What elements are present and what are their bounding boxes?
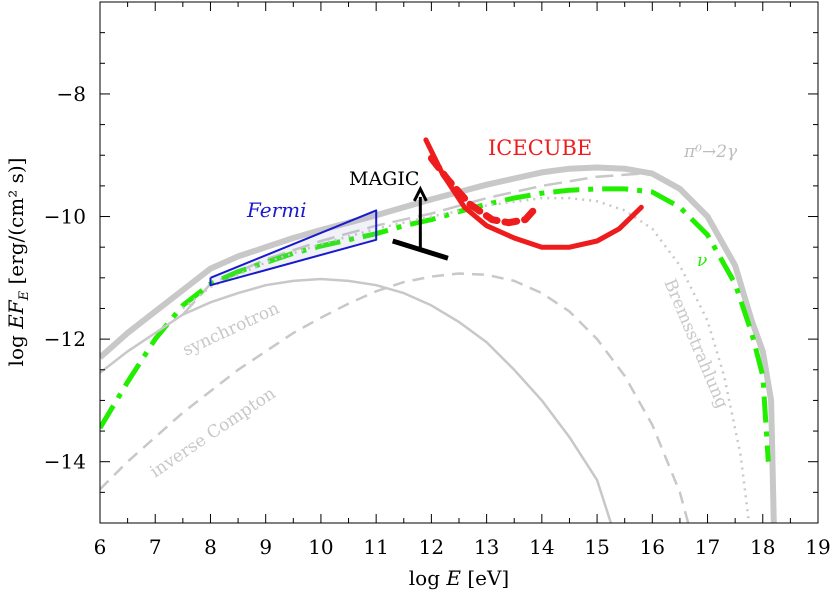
magic-arrow-head — [412, 185, 428, 202]
annotation-icecube: ICECUBE — [488, 136, 592, 160]
x-tick-label: 9 — [259, 535, 272, 559]
x-tick-label: 6 — [94, 535, 107, 559]
annotation-pion: π⁰→2γ — [683, 142, 738, 162]
label-part: EF — [4, 299, 28, 330]
series-fermi-bowtie — [209, 209, 378, 287]
x-tick-label: 14 — [529, 535, 554, 559]
annotation-bremsstrahlung: Bremsstrahlung — [659, 276, 732, 411]
series-icecube-dotted — [427, 154, 540, 227]
x-tick-label: 13 — [474, 535, 499, 559]
label-part: E — [17, 290, 32, 301]
y-axis-title: log EFE [erg/(cm² s)] — [4, 158, 32, 367]
x-tick-label: 7 — [149, 535, 162, 559]
series-synchrotron — [100, 277, 613, 523]
tick-layer — [99, 1, 819, 524]
annotation-fermi: Fermi — [246, 198, 307, 222]
series-neutrino — [100, 186, 771, 462]
annotation-magic: MAGIC — [349, 168, 419, 190]
annotation-inverse-compton: inverse Compton — [147, 384, 280, 483]
series-bremsstrahlung — [182, 196, 751, 523]
x-tick-label: 15 — [584, 535, 609, 559]
y-tick-label: −10 — [44, 205, 86, 229]
annotation-nu: ν — [697, 251, 707, 271]
x-tick-label: 11 — [363, 535, 388, 559]
x-tick-label: 12 — [419, 535, 444, 559]
x-axis-title: log E [eV] — [409, 566, 509, 590]
x-tick-label: 18 — [750, 535, 775, 559]
x-tick-label: 19 — [805, 535, 830, 559]
label-part: [eV] — [461, 566, 509, 590]
x-tick-label: 16 — [640, 535, 665, 559]
label-part: log — [409, 566, 447, 590]
label-part: log — [4, 329, 28, 367]
overlay-layer — [209, 137, 644, 287]
series-total — [100, 164, 777, 523]
x-tick-label: 17 — [695, 535, 720, 559]
label-part: [erg/(cm² s)] — [4, 158, 28, 291]
label-part: E — [445, 566, 461, 590]
y-tick-label: −8 — [57, 82, 86, 106]
x-tick-label: 8 — [204, 535, 217, 559]
annotation-synchrotron: synchrotron — [180, 298, 283, 360]
series-inverse-compton — [100, 272, 690, 523]
x-tick-label: 10 — [308, 535, 333, 559]
y-tick-label: −12 — [44, 327, 86, 351]
curve-layer — [100, 164, 777, 523]
y-tick-label: −14 — [44, 450, 86, 474]
